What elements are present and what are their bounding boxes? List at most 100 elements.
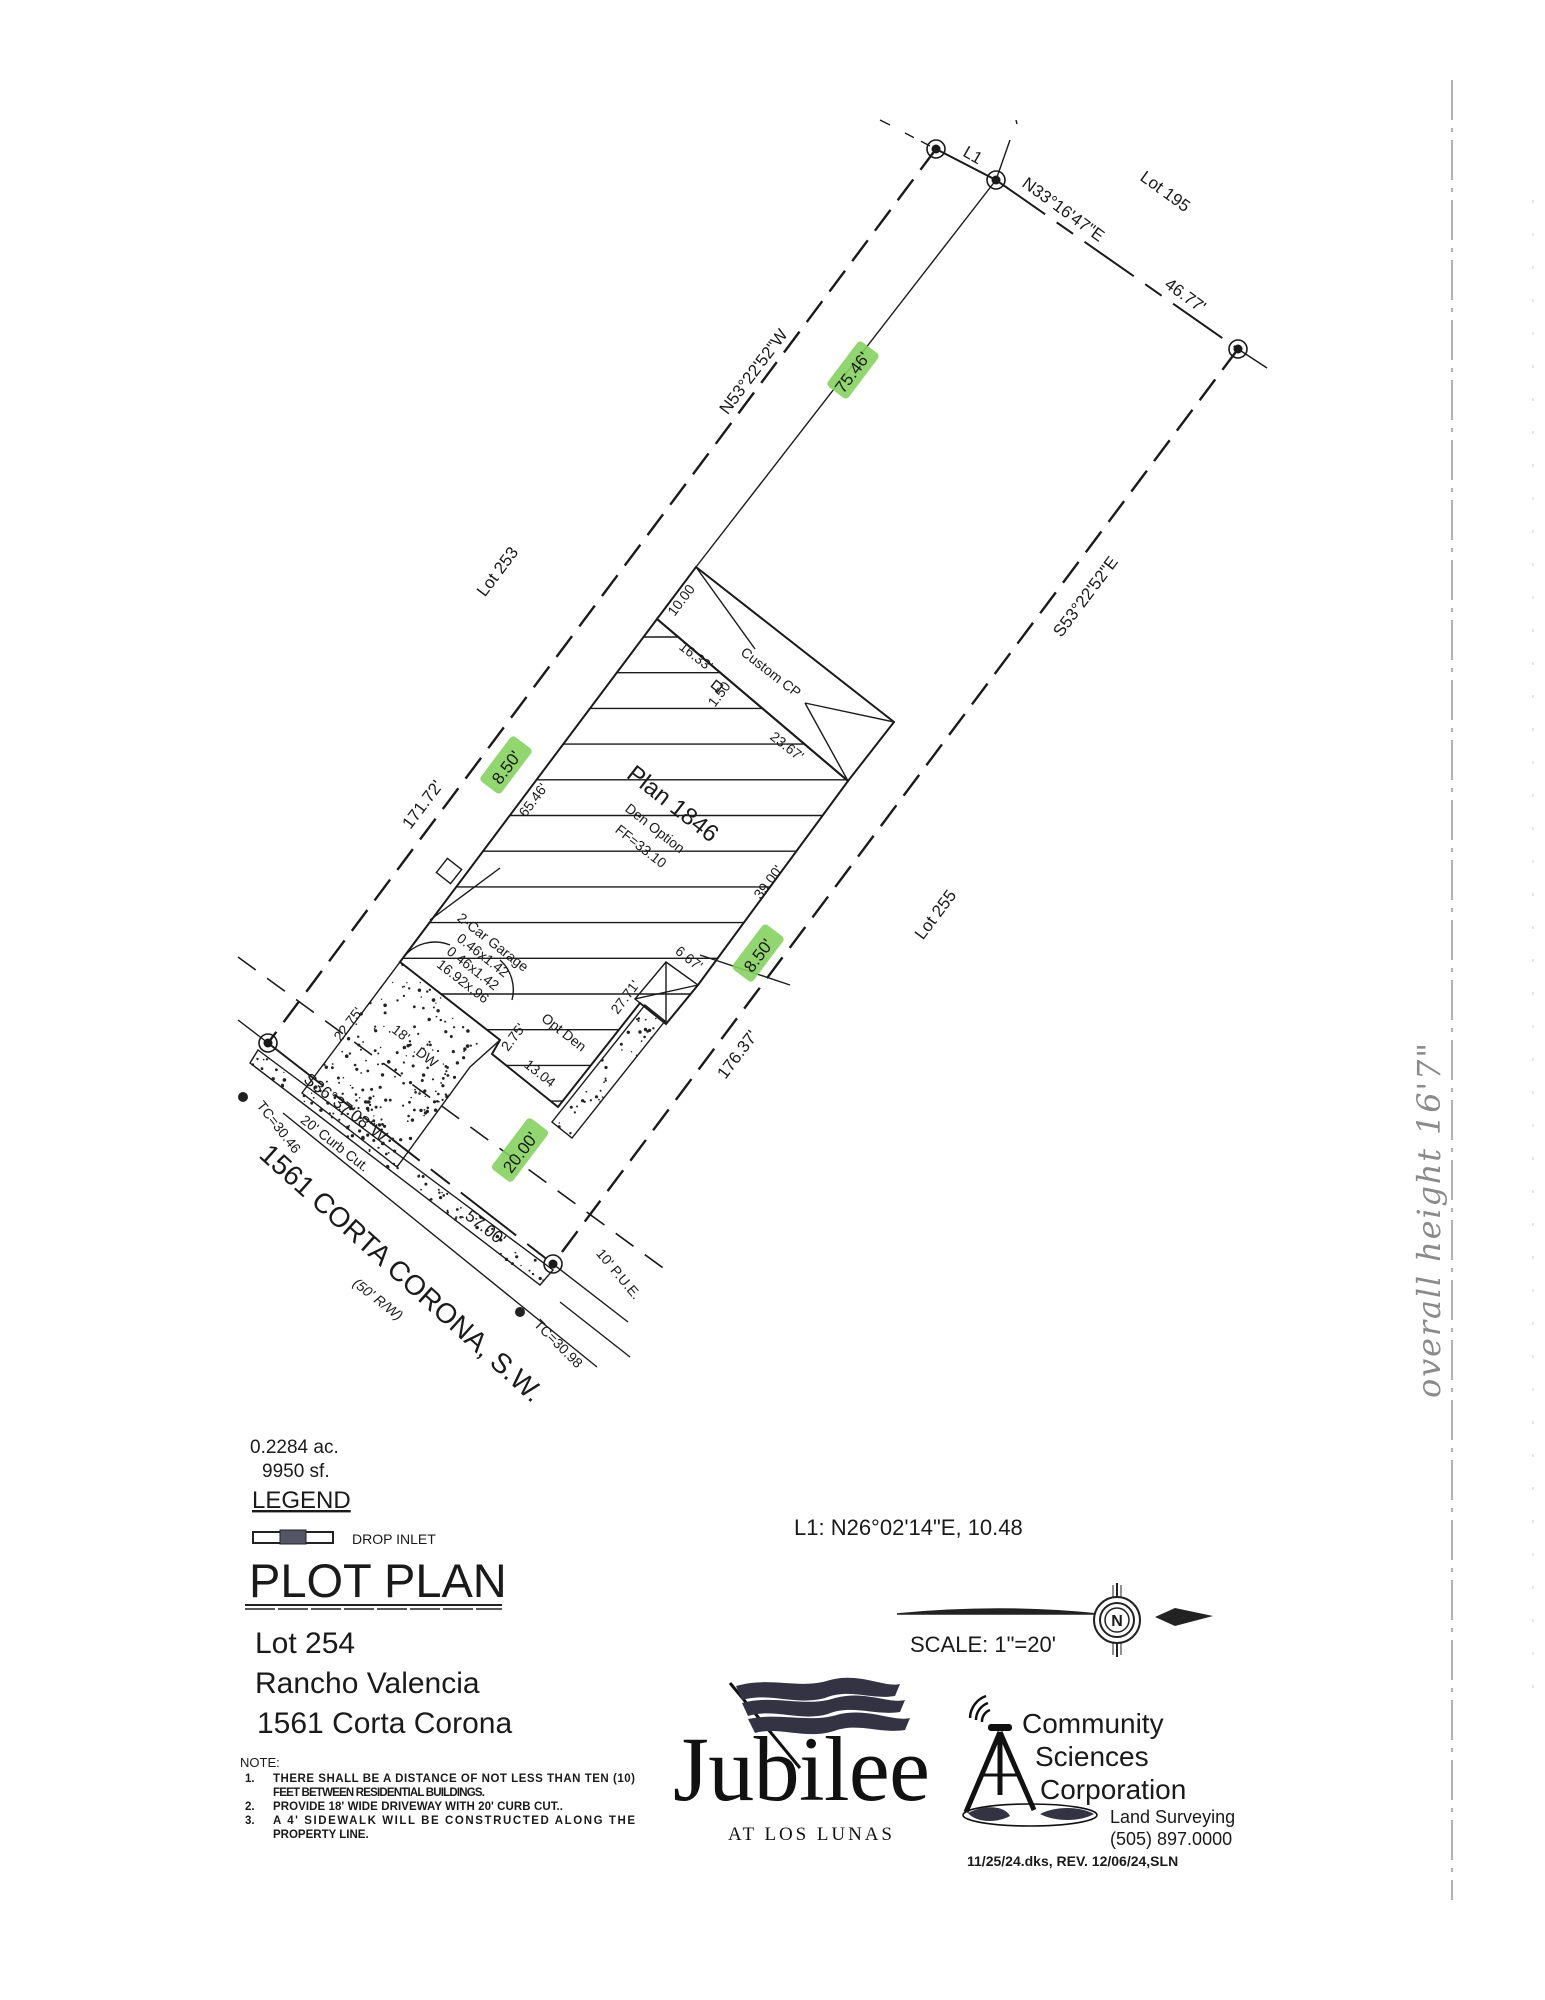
property-address: 1561 Corta Corona (257, 1707, 512, 1740)
stipple-dot (403, 985, 406, 988)
stipple-dot (402, 1104, 405, 1107)
stipple-dot (420, 996, 423, 998)
stipple-dot (475, 1225, 479, 1230)
csc-name-line3: Corporation (1040, 1774, 1186, 1805)
stipple-dot (626, 1030, 630, 1035)
stipple-dot (528, 1269, 531, 1272)
stipple-dot (644, 1018, 647, 1021)
stipple-dot (392, 981, 394, 984)
label-dim: 23.67' (767, 728, 807, 764)
stipple-dot (396, 1164, 399, 1167)
stipple-dot (446, 1209, 449, 1212)
stipple-dot (504, 1257, 509, 1262)
label-pue: 10' P.U.E. (593, 1245, 644, 1302)
stipple-dot (637, 1020, 640, 1022)
stipple-dot (413, 1025, 416, 1029)
stipple-dot (650, 1036, 652, 1039)
stipple-dot (436, 1009, 440, 1013)
stipple-dot (410, 1096, 413, 1099)
stipple-dot (424, 1095, 426, 1098)
lot-square-feet: 9950 sf. (262, 1461, 330, 1482)
stipple-dot (417, 1032, 420, 1035)
sidewalk (249, 1048, 555, 1286)
stipple-dot (383, 1124, 387, 1128)
stipple-dot (445, 1070, 448, 1073)
stipple-dot (426, 990, 429, 993)
stipple-dot (275, 1068, 278, 1072)
stipple-dot (374, 1029, 378, 1033)
stipple-dot (599, 1089, 602, 1092)
stipple-dot (379, 1046, 382, 1049)
csc-name-line2: Sciences (1035, 1741, 1149, 1772)
label-north-distance: 46.77' (1161, 274, 1209, 316)
stipple-dot (604, 1077, 607, 1080)
stipple-dot (330, 1116, 334, 1119)
label-dim: 6.67' (672, 943, 705, 974)
stipple-dot (421, 1073, 426, 1077)
stipple-dot (475, 1217, 478, 1220)
stipple-dot (345, 1125, 350, 1130)
label-west-bearing: N53°22'52"W (716, 326, 792, 418)
jubilee-subtitle: AT LOS LUNAS (728, 1824, 892, 1845)
stipple-dot (402, 994, 405, 998)
stipple-dot (414, 1091, 417, 1093)
stipple-dot (362, 1041, 364, 1043)
stipple-dot (439, 1018, 442, 1022)
jubilee-wordmark: Jubilee (673, 1718, 930, 1820)
stipple-dot (411, 1064, 415, 1068)
stipple-dot (401, 986, 404, 988)
stipple-dot (423, 1111, 428, 1115)
concrete-stipple (249, 961, 666, 1286)
label-dim: 1.50 (704, 678, 733, 710)
stipple-dot (573, 1111, 577, 1114)
legend-drop-inlet: DROP INLET (352, 1531, 436, 1547)
stipple-dot (265, 1058, 269, 1061)
note-text: FEET BETWEEN RESIDENTIAL BUILDINGS. (273, 1787, 485, 1799)
stipple-dot (557, 1125, 561, 1129)
stipple-dot (357, 1043, 361, 1047)
stipple-dot (358, 1129, 362, 1133)
stipple-dot (333, 1096, 337, 1100)
stipple-dot (338, 1108, 341, 1111)
stipple-dot (319, 1108, 323, 1112)
stipple-dot (346, 1135, 350, 1138)
stipple-dot (436, 1049, 440, 1053)
label-west-distance: 171.72' (398, 777, 446, 833)
stipple-dot (394, 1075, 396, 1078)
stipple-dot (365, 1106, 370, 1111)
stipple-dot (469, 1044, 472, 1047)
stipple-dot (419, 1090, 421, 1092)
stipple-dot (412, 1055, 415, 1058)
label-north-bearing: N33°16'47"E (1019, 174, 1108, 246)
stipple-dot (383, 1025, 385, 1028)
stipple-dot (281, 1083, 284, 1087)
stipple-dot (423, 1109, 426, 1111)
stipple-dot (408, 1081, 413, 1085)
highlighted-setbacks (480, 341, 879, 1182)
stipple-dot (331, 1063, 334, 1065)
stipple-dot (338, 1081, 341, 1084)
stipple-dot (341, 1092, 344, 1096)
stipple-dot (453, 1026, 456, 1029)
stipple-dot (637, 1017, 641, 1020)
stipple-dot (396, 1166, 399, 1170)
stipple-dot (441, 1098, 444, 1101)
stipple-dot (569, 1105, 573, 1109)
stipple-dot (436, 1100, 439, 1103)
stipple-dot (646, 1030, 649, 1033)
stipple-dot (446, 1192, 449, 1195)
stipple-dot (621, 1049, 623, 1051)
subdivision-name: Rancho Valencia (255, 1667, 480, 1700)
label-dim: 2.75' (498, 1020, 529, 1054)
stipple-dot (338, 1118, 341, 1121)
stipple-dot (414, 1088, 416, 1091)
stipple-dot (342, 1076, 345, 1079)
stipple-dot (479, 1216, 482, 1219)
stipple-dot (442, 1194, 446, 1197)
plot-plan-title: PLOT PLAN (249, 1554, 507, 1607)
stipple-dot (455, 1216, 458, 1219)
stipple-dot (373, 1028, 376, 1030)
stipple-dot (361, 1136, 365, 1141)
stipple-dot (379, 986, 382, 989)
stipple-dot (408, 987, 411, 990)
